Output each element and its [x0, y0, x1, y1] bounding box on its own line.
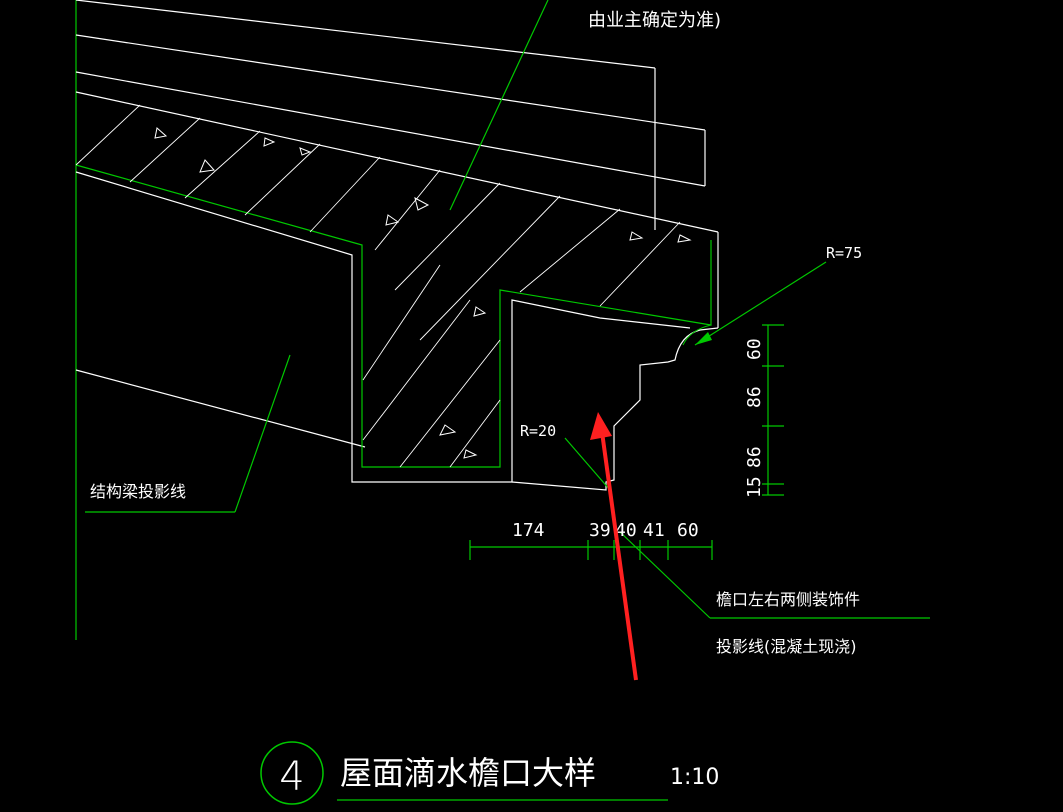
leader-lines — [85, 0, 930, 619]
dim-174: 174 — [512, 520, 545, 541]
dim-60v: 60 — [744, 338, 765, 360]
detail-scale: 1:10 — [670, 765, 719, 790]
drip-inner-green — [682, 324, 712, 346]
dim-15: 15 — [744, 476, 765, 498]
decoration-note-line2: 投影线(混凝土现浇) — [716, 637, 857, 656]
horizontal-dimension-line — [469, 540, 713, 560]
detail-number-circle — [260, 741, 324, 805]
horizontal-dimension-values: 174 39 40 41 60 — [512, 520, 699, 541]
r75-arrowhead — [695, 332, 712, 345]
dim-86b: 86 — [744, 446, 765, 468]
slab-beam-outline — [75, 171, 691, 483]
beam-projection-note: 结构梁投影线 — [90, 482, 186, 501]
red-annotation-arrow — [590, 412, 638, 681]
detail-title: 屋面滴水檐口大样 — [340, 754, 596, 792]
drip-moulding-profile — [511, 327, 719, 491]
dim-41: 41 — [643, 520, 665, 541]
vertical-dimension-line — [762, 324, 784, 496]
title-block: 4 屋面滴水檐口大样 1:10 — [260, 741, 719, 805]
decoration-note-line1: 檐口左右两侧装饰件 — [716, 590, 860, 609]
dim-86a: 86 — [744, 386, 765, 408]
concrete-aggregate-symbols — [154, 127, 692, 459]
dim-39: 39 — [589, 520, 611, 541]
vertical-dimension-values: 60 86 86 15 — [744, 338, 765, 498]
dim-60h: 60 — [677, 520, 699, 541]
roof-layers — [75, 0, 719, 328]
r20-label: R=20 — [520, 422, 556, 440]
top-note-text: 由业主确定为准) — [588, 10, 721, 31]
detail-number: 4 — [279, 754, 304, 800]
dim-40: 40 — [615, 520, 637, 541]
r75-label: R=75 — [826, 244, 862, 262]
slab-hatching — [75, 104, 681, 468]
